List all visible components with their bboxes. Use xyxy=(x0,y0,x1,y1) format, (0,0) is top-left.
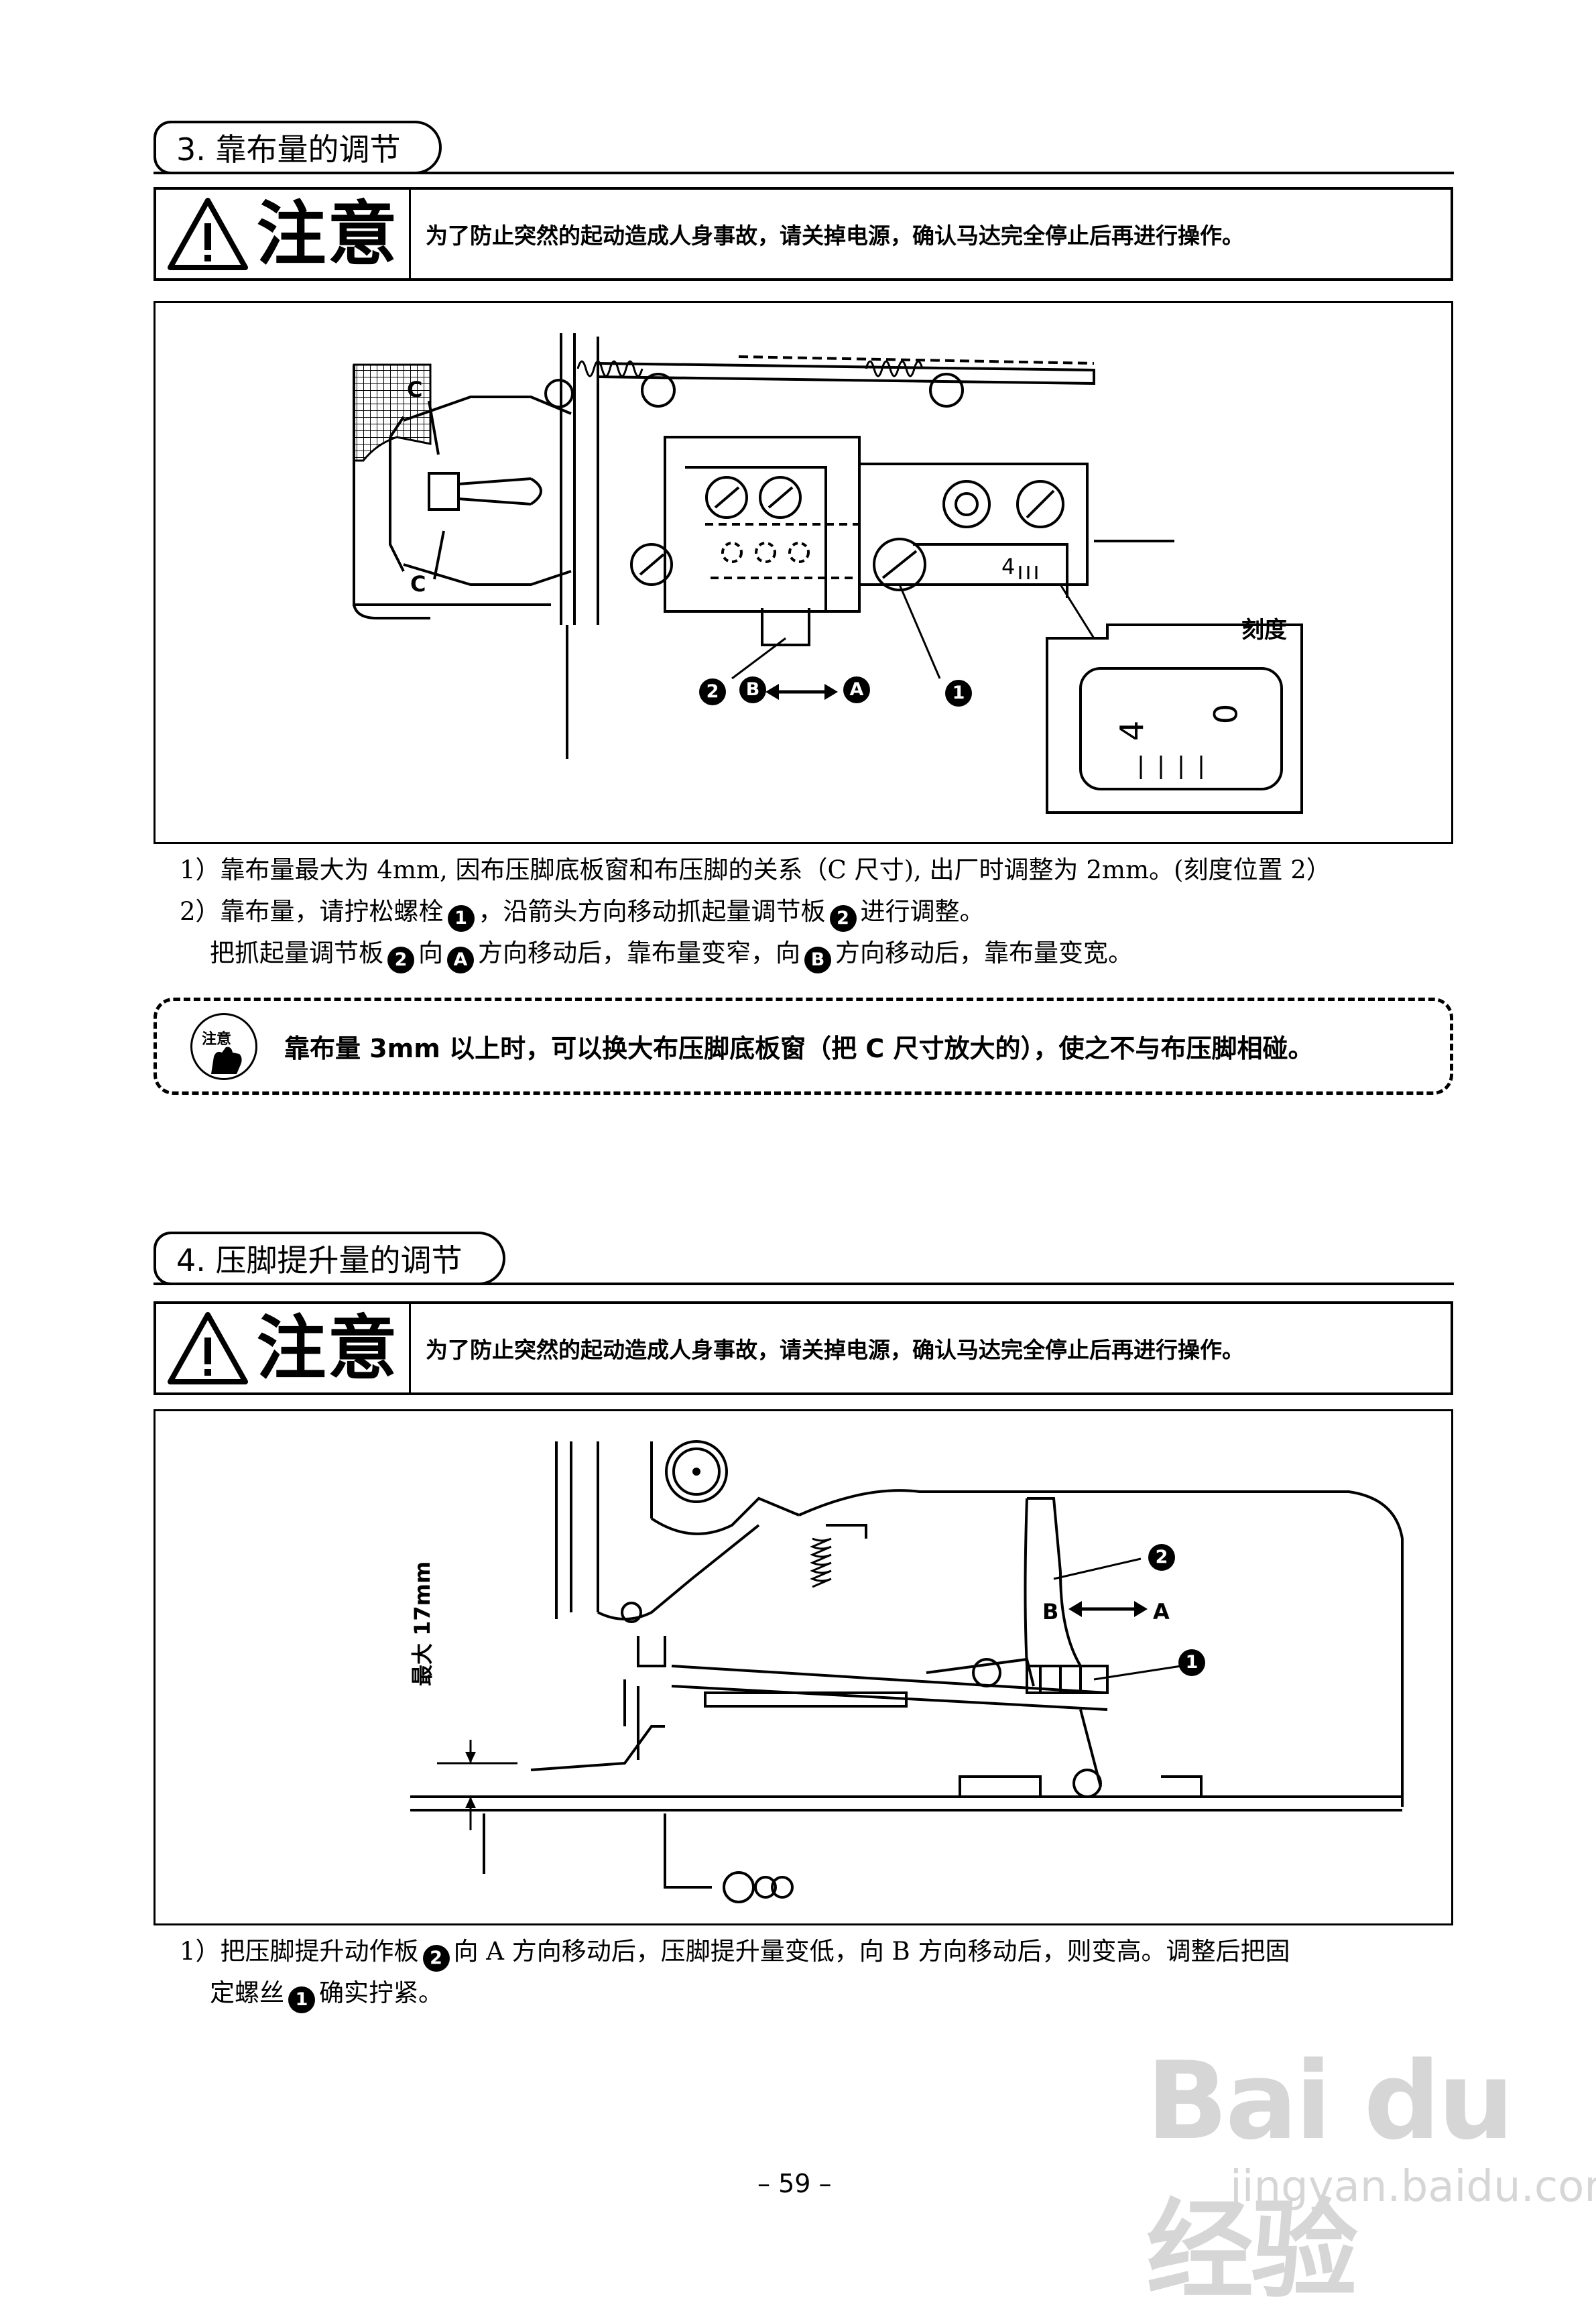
section-3-para-3-text-b: 向 xyxy=(418,939,443,967)
label-a: A xyxy=(1153,1599,1170,1624)
section-4-para-2-text-b: 确实拧紧。 xyxy=(319,1978,443,2007)
svg-text:4: 4 xyxy=(1001,554,1015,579)
section-4-title-text: 4. 压脚提升量的调节 xyxy=(176,1242,463,1279)
label-max-17mm: 最大 17mm xyxy=(410,1561,435,1686)
inline-callout-a: A xyxy=(447,947,474,973)
callout-2: 2 xyxy=(1148,1544,1175,1571)
magnifier-scale-zero: 0 xyxy=(1207,703,1245,725)
section-3-para-2-text-c: 进行调整。 xyxy=(860,897,985,926)
magnifier-scale-four: 4 xyxy=(1113,720,1152,741)
caution-word-2: 注意 xyxy=(256,1307,399,1389)
label-c-bottom: C xyxy=(410,571,426,597)
section-4-para-1-text-a: 1）把压脚提升动作板 xyxy=(180,1937,419,1966)
inline-callout-1: 1 xyxy=(288,1986,315,2013)
callout-b: B xyxy=(739,676,766,703)
caution-badge-2: 注意 xyxy=(156,1304,411,1392)
section-3-para-3-text-c: 方向移动后，靠布量变窄，向 xyxy=(478,939,800,967)
watermark-brand: Bai du 经验 xyxy=(1146,2038,1514,2313)
label-b: B xyxy=(1042,1599,1059,1624)
section-3-para-3-text-d: 方向移动后，靠布量变宽。 xyxy=(835,939,1133,967)
section-3-para-3-text-a: 把抓起量调节板 xyxy=(210,939,383,967)
caution-message-2: 为了防止突然的起动造成人身事故，请关掉电源，确认马达完全停止后再进行操作。 xyxy=(426,1337,1244,1363)
warning-triangle-icon xyxy=(168,198,249,270)
watermark-url: jingyan.baidu.com xyxy=(1230,2162,1596,2212)
callout-a: A xyxy=(843,676,870,703)
note-text: 靠布量 3mm 以上时，可以换大布压脚底板窗（把 C 尺寸放大的），使之不与布压… xyxy=(284,1034,1314,1063)
inline-callout-2: 2 xyxy=(829,905,857,932)
inline-callout-2b: 2 xyxy=(387,947,414,973)
section-4-para-1-text-b: 向 A 方向移动后，压脚提升量变低，向 B 方向移动后，则变高。调整后把固 xyxy=(453,1937,1290,1966)
section-3-para-1-text: 1）靠布量最大为 4mm, 因布压脚底板窗和布压脚的关系（C 尺寸), 出厂时调… xyxy=(180,855,1331,884)
caution-badge: 注意 xyxy=(156,190,411,278)
inline-callout-b: B xyxy=(804,947,831,973)
inline-callout-2: 2 xyxy=(422,1945,450,1972)
figure-2-frame: B A 2 1 最大 17mm xyxy=(154,1409,1453,1925)
inline-callout-1: 1 xyxy=(447,905,475,932)
caution-box-1: 注意 为了防止突然的起动造成人身事故，请关掉电源，确认马达完全停止后再进行操作。 xyxy=(154,187,1453,281)
caution-hand-icon: 注意 xyxy=(190,1012,257,1080)
section-3-rule xyxy=(154,172,1454,174)
caution-box-2: 注意 为了防止突然的起动造成人身事故，请关掉电源，确认马达完全停止后再进行操作。 xyxy=(154,1301,1453,1395)
section-3-title-text: 3. 靠布量的调节 xyxy=(176,131,401,168)
section-4-title: 4. 压脚提升量的调节 xyxy=(154,1232,505,1285)
callout-2: 2 xyxy=(699,678,726,705)
warning-triangle-icon xyxy=(168,1312,249,1384)
note-box: 注意 靠布量 3mm 以上时，可以换大布压脚底板窗（把 C 尺寸放大的），使之不… xyxy=(154,998,1453,1095)
page-number: – 59 – xyxy=(757,2169,832,2198)
section-3-title: 3. 靠布量的调节 xyxy=(154,121,442,174)
caution-message: 为了防止突然的起动造成人身事故，请关掉电源，确认马达完全停止后再进行操作。 xyxy=(426,223,1244,249)
note-icon-text: 注意 xyxy=(202,1030,232,1048)
figure-2-drawing xyxy=(410,1440,1404,1903)
section-4-para-2-text-a: 定螺丝 xyxy=(210,1978,284,2007)
caution-word: 注意 xyxy=(256,193,399,275)
figure-1-frame: 4 C C 刻度 0 4 2 B A 1 xyxy=(154,301,1453,844)
section-3-para-2-text-a: 2）靠布量，请拧松螺栓 xyxy=(180,897,444,926)
figure-1-drawing: 4 xyxy=(353,333,1303,814)
label-c-top: C xyxy=(407,377,423,402)
label-scale: 刻度 xyxy=(1241,617,1287,644)
callout-1: 1 xyxy=(1178,1649,1205,1676)
callout-1: 1 xyxy=(945,680,972,707)
section-3-para-2-text-b: ，沿箭头方向移动抓起量调节板 xyxy=(478,897,826,926)
section-3-para-1: 1）靠布量最大为 4mm, 因布压脚底板窗和布压脚的关系（C 尺寸), 出厂时调… xyxy=(180,849,1331,891)
section-4-rule xyxy=(154,1283,1454,1285)
